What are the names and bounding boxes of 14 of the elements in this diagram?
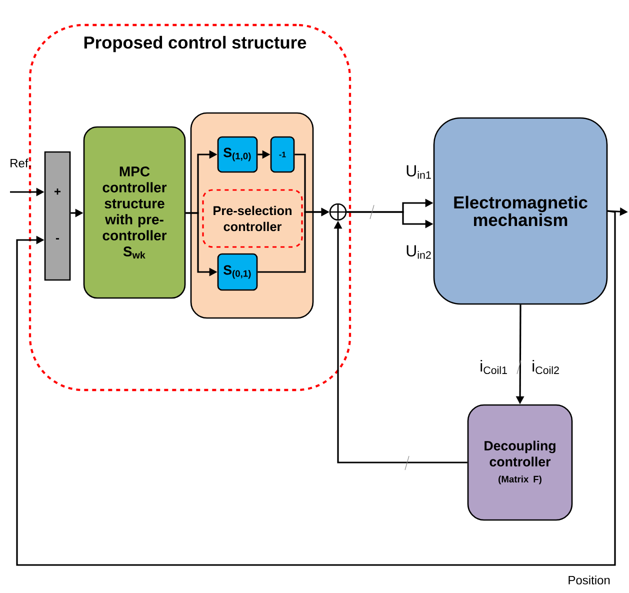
signal-label: i$_{Coil2}$ (532, 360, 559, 374)
block-box: S$_{(0,1)}$ (217, 253, 258, 291)
signal-label: Ref. (10, 158, 31, 168)
controller-box: MPC controller structure with pre-controller S$_{wk}$ (83, 126, 186, 299)
process-box: Decoupling controller (Matrix F) (467, 404, 573, 521)
signal-label: i$_{Coil1}$ (480, 360, 507, 374)
arrow (16, 210, 616, 566)
block-box: -1 (270, 136, 295, 173)
summing-bar: + - (44, 151, 71, 281)
block-box: S$_{(1,0)}$ (217, 136, 258, 173)
process-box: Electromagnetic mechanism (433, 117, 608, 305)
summing-junction (329, 203, 347, 221)
signal-label: Position (568, 576, 610, 584)
dashed-box: Pre-selection controller (202, 189, 303, 248)
